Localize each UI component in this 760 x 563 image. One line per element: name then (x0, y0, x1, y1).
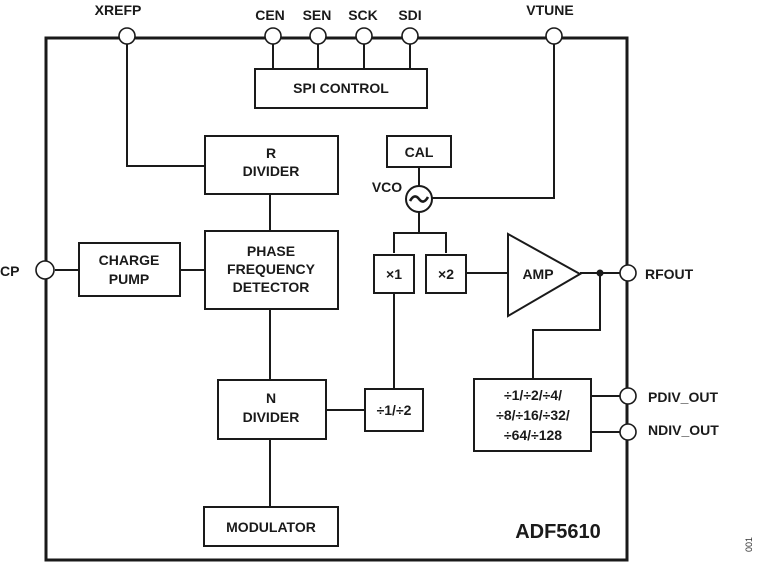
chip-outline (44, 36, 629, 562)
wire-split-mults (393, 232, 447, 253)
part-number-label: ADF5610 (515, 521, 601, 543)
pfd-label-1: PHASE (247, 243, 295, 259)
wire-tap-outdiv (532, 273, 601, 379)
junction-dot (596, 269, 604, 277)
pin-sdi (401, 27, 419, 45)
div-1-2-block: ÷1/÷2 (364, 388, 424, 432)
pin-label-cp: CP (0, 263, 19, 279)
pin-rfout (619, 264, 637, 282)
amp-triangle (507, 232, 583, 318)
pfd-block: PHASE FREQUENCY DETECTOR (204, 230, 339, 310)
vco-label: VCO (372, 179, 402, 195)
r-divider-block: R DIVIDER (204, 135, 339, 195)
spi-control-block: SPI CONTROL (254, 68, 428, 109)
mult-x1-label: ×1 (386, 266, 402, 282)
modulator-block: MODULATOR (203, 506, 339, 547)
pin-label-vtune: VTUNE (526, 2, 573, 18)
pfd-label-3: DETECTOR (233, 279, 310, 295)
div-1-2-label: ÷1/÷2 (377, 402, 412, 418)
mult-x1-block: ×1 (373, 254, 415, 294)
pin-label-ndiv-out: NDIV_OUT (648, 422, 719, 438)
cal-block: CAL (386, 135, 452, 168)
pin-xrefp (118, 27, 136, 45)
amp-label: AMP (522, 266, 553, 282)
pfd-label-2: FREQUENCY (227, 261, 316, 277)
figure-id: 001 (744, 537, 754, 552)
pin-pdiv-out (619, 387, 637, 405)
pin-vtune (545, 27, 563, 45)
sine-wave-icon (408, 195, 430, 203)
amp-block: AMP (507, 232, 583, 318)
pin-labels: XREFP CEN SEN SCK SDI VTUNE CP RFOUT PDI… (0, 2, 719, 438)
pin-cen (264, 27, 282, 45)
wire-vtune-vco (432, 38, 555, 199)
pin-ndiv-out (619, 423, 637, 441)
pin-label-sdi: SDI (398, 7, 421, 23)
pin-cp (35, 260, 55, 280)
output-divider-block: ÷1/÷2/÷4/ ÷8/÷16/÷32/ ÷64/÷128 (473, 378, 592, 452)
output-divider-label-3: ÷64/÷128 (504, 427, 562, 443)
vco: VCO (372, 179, 433, 213)
n-divider-block: N DIVIDER (217, 379, 327, 440)
modulator-label: MODULATOR (226, 519, 316, 535)
pin-label-xrefp: XREFP (95, 2, 142, 18)
charge-pump-label-2: PUMP (109, 271, 149, 287)
spi-control-label: SPI CONTROL (293, 80, 389, 96)
charge-pump-block: CHARGE PUMP (78, 242, 181, 297)
pin-label-sen: SEN (303, 7, 332, 23)
pin-label-rfout: RFOUT (645, 266, 694, 282)
r-divider-label-1: R (266, 145, 276, 161)
n-divider-label-2: DIVIDER (243, 409, 300, 425)
n-divider-label-1: N (266, 390, 276, 406)
pin-label-pdiv-out: PDIV_OUT (648, 389, 718, 405)
wire-xrefp-rdiv (126, 38, 205, 167)
pin-label-sck: SCK (348, 7, 378, 23)
cal-label: CAL (405, 144, 434, 160)
pin-sck (355, 27, 373, 45)
r-divider-label-2: DIVIDER (243, 163, 300, 179)
pins (35, 27, 637, 441)
mult-x2-block: ×2 (425, 254, 467, 294)
pin-label-cen: CEN (255, 7, 285, 23)
output-divider-label-2: ÷8/÷16/÷32/ (496, 407, 570, 423)
pin-sen (309, 27, 327, 45)
output-divider-label-1: ÷1/÷2/÷4/ (504, 387, 562, 403)
charge-pump-label-1: CHARGE (99, 252, 160, 268)
mult-x2-label: ×2 (438, 266, 454, 282)
wires (55, 38, 620, 507)
